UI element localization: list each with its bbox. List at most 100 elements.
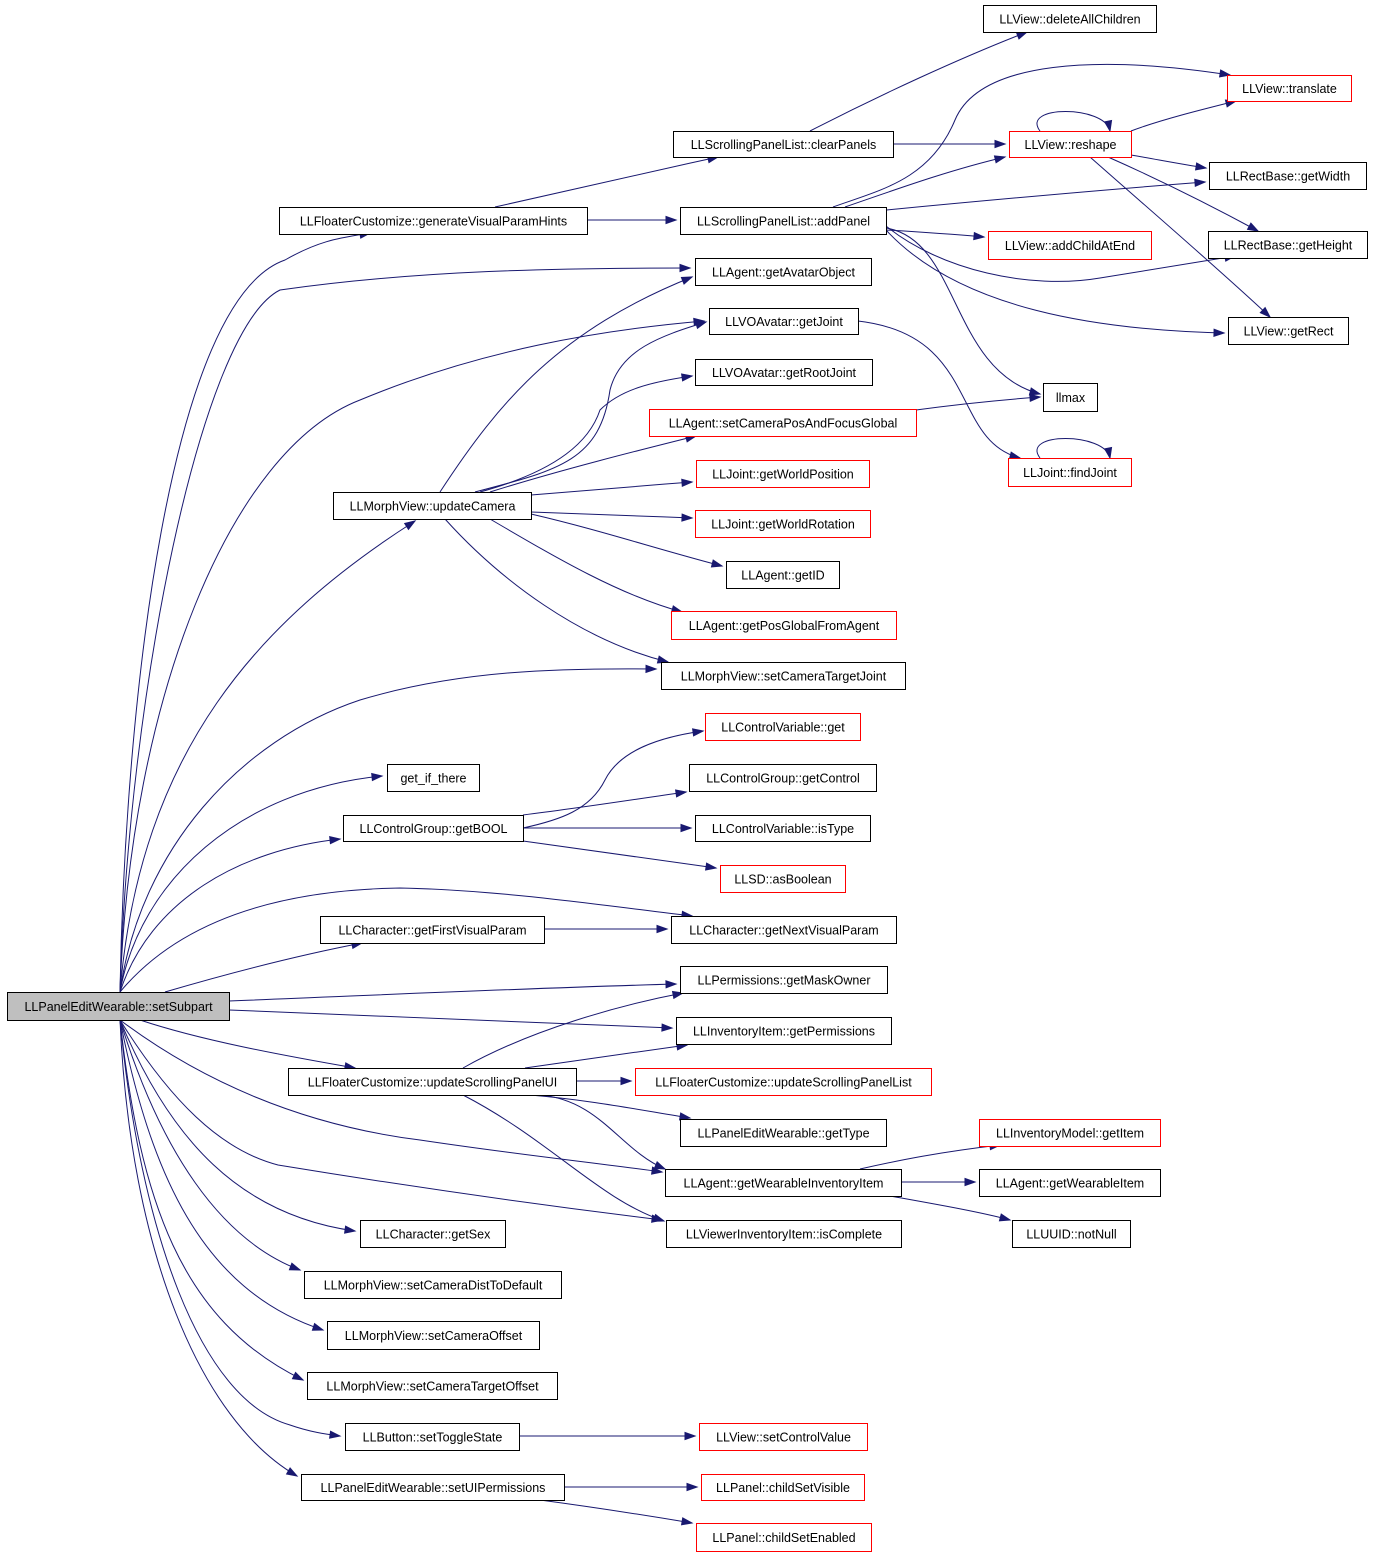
call-edge bbox=[885, 229, 1225, 334]
function-node[interactable]: llmax bbox=[1043, 383, 1098, 412]
arrowhead-icon bbox=[1029, 393, 1042, 402]
call-edge bbox=[479, 375, 693, 493]
function-node[interactable]: LLControlVariable::isType bbox=[695, 815, 871, 842]
function-node[interactable]: LLPanel::childSetVisible bbox=[701, 1474, 865, 1501]
call-edge bbox=[1036, 438, 1111, 459]
arrowhead-icon bbox=[679, 263, 692, 273]
function-node[interactable]: LLView::translate bbox=[1227, 75, 1352, 102]
function-node[interactable]: LLPermissions::getMaskOwner bbox=[680, 966, 888, 994]
node-box bbox=[301, 1474, 565, 1501]
call-edge bbox=[1089, 156, 1271, 318]
function-node[interactable]: LLVOAvatar::getJoint bbox=[709, 308, 859, 335]
function-node[interactable]: LLView::addChildAtEnd bbox=[988, 231, 1152, 260]
function-node[interactable]: LLView::deleteAllChildren bbox=[983, 5, 1157, 33]
function-node[interactable]: LLControlGroup::getControl bbox=[689, 764, 877, 792]
function-node[interactable]: LLJoint::getWorldRotation bbox=[695, 510, 871, 538]
function-node[interactable]: LLScrollingPanelList::addPanel bbox=[680, 207, 887, 235]
arrowhead-icon bbox=[344, 1225, 357, 1234]
node-label: LLControlGroup::getBOOL bbox=[360, 822, 508, 836]
arrowhead-icon bbox=[681, 478, 694, 487]
node-label: LLPanelEditWearable::setSubpart bbox=[24, 1000, 213, 1014]
node-label: LLMorphView::setCameraDistToDefault bbox=[324, 1279, 543, 1293]
arrowhead-icon bbox=[680, 1517, 694, 1526]
node-label: LLFloaterCustomize::updateScrollingPanel… bbox=[655, 1076, 912, 1090]
function-node[interactable]: LLRectBase::getHeight bbox=[1208, 231, 1368, 259]
function-node[interactable]: LLFloaterCustomize::updateScrollingPanel… bbox=[288, 1068, 577, 1096]
arrowhead-icon bbox=[1015, 31, 1029, 40]
node-label: LLScrollingPanelList::clearPanels bbox=[691, 138, 877, 152]
function-node[interactable]: LLAgent::getWearableItem bbox=[979, 1169, 1161, 1197]
function-node[interactable]: LLPanelEditWearable::getType bbox=[680, 1119, 887, 1147]
node-box bbox=[720, 865, 846, 893]
function-node[interactable]: LLMorphView::updateCamera bbox=[333, 492, 532, 520]
arrowhead-icon bbox=[620, 1076, 633, 1086]
function-node[interactable]: LLAgent::getWearableInventoryItem bbox=[665, 1169, 902, 1197]
arrowhead-icon bbox=[680, 276, 694, 285]
node-label: LLJoint::findJoint bbox=[1023, 466, 1117, 480]
node-box bbox=[680, 207, 887, 235]
node-box bbox=[1012, 1220, 1131, 1248]
node-label: LLJoint::getWorldRotation bbox=[711, 518, 855, 532]
node-box bbox=[680, 966, 888, 994]
node-label: LLJoint::getWorldPosition bbox=[712, 468, 854, 482]
root-function-node[interactable]: LLPanelEditWearable::setSubpart bbox=[7, 992, 230, 1021]
function-node[interactable]: LLMorphView::setCameraDistToDefault bbox=[304, 1271, 562, 1299]
function-node[interactable]: LLScrollingPanelList::clearPanels bbox=[673, 131, 894, 158]
function-node[interactable]: LLMorphView::setCameraTargetJoint bbox=[661, 662, 906, 690]
function-node[interactable]: LLPanel::childSetEnabled bbox=[696, 1523, 872, 1552]
node-box bbox=[695, 359, 873, 386]
function-node[interactable]: LLView::reshape bbox=[1009, 131, 1132, 158]
function-node[interactable]: LLAgent::getAvatarObject bbox=[695, 258, 872, 286]
arrowhead-icon bbox=[681, 513, 694, 522]
function-node[interactable]: LLJoint::getWorldPosition bbox=[696, 460, 870, 488]
function-node[interactable]: LLCharacter::getSex bbox=[360, 1220, 506, 1248]
function-node[interactable]: LLVOAvatar::getRootJoint bbox=[695, 359, 873, 386]
function-node[interactable]: LLCharacter::getNextVisualParam bbox=[671, 916, 897, 944]
node-label: LLView::setControlValue bbox=[716, 1431, 851, 1445]
function-node[interactable]: LLInventoryItem::getPermissions bbox=[676, 1017, 892, 1045]
function-node[interactable]: LLView::getRect bbox=[1228, 317, 1349, 345]
node-box bbox=[701, 1474, 865, 1501]
function-node[interactable]: LLMorphView::setCameraOffset bbox=[327, 1321, 540, 1350]
function-node[interactable]: LLFloaterCustomize::updateScrollingPanel… bbox=[635, 1068, 932, 1096]
arrowhead-icon bbox=[1103, 119, 1113, 133]
function-node[interactable]: LLMorphView::setCameraTargetOffset bbox=[307, 1372, 558, 1400]
node-box bbox=[709, 308, 859, 335]
function-node[interactable]: LLViewerInventoryItem::isComplete bbox=[666, 1220, 902, 1248]
function-node[interactable]: LLSD::asBoolean bbox=[720, 865, 846, 893]
function-node[interactable]: LLPanelEditWearable::setUIPermissions bbox=[301, 1474, 565, 1501]
node-label: LLViewerInventoryItem::isComplete bbox=[686, 1228, 882, 1242]
node-box bbox=[1208, 231, 1368, 259]
node-box bbox=[345, 1423, 520, 1451]
call-edge bbox=[164, 942, 363, 993]
function-node[interactable]: LLRectBase::getWidth bbox=[1209, 162, 1367, 190]
function-node[interactable]: LLFloaterCustomize::generateVisualParamH… bbox=[279, 207, 588, 235]
function-node[interactable]: LLAgent::getID bbox=[726, 561, 840, 589]
arrowhead-icon bbox=[1008, 451, 1022, 460]
call-edge bbox=[1130, 154, 1207, 169]
function-node[interactable]: LLAgent::getPosGlobalFromAgent bbox=[671, 611, 897, 640]
arrowhead-icon bbox=[692, 728, 705, 737]
arrowhead-icon bbox=[1103, 446, 1113, 460]
arrowhead-icon bbox=[675, 789, 688, 798]
node-label: LLCharacter::getFirstVisualParam bbox=[338, 924, 526, 938]
function-node[interactable]: LLView::setControlValue bbox=[699, 1423, 868, 1451]
node-box bbox=[979, 1169, 1161, 1197]
function-node[interactable]: LLJoint::findJoint bbox=[1008, 458, 1132, 487]
call-edge bbox=[857, 320, 1021, 459]
function-node[interactable]: get_if_there bbox=[387, 764, 480, 792]
function-node[interactable]: LLButton::setToggleState bbox=[345, 1423, 520, 1451]
function-node[interactable]: LLCharacter::getFirstVisualParam bbox=[320, 916, 545, 944]
function-node[interactable]: LLAgent::setCameraPosAndFocusGlobal bbox=[649, 409, 917, 437]
call-edge bbox=[119, 520, 416, 993]
node-box bbox=[671, 611, 897, 640]
call-edge bbox=[119, 1019, 324, 1331]
node-label: LLMorphView::updateCamera bbox=[350, 500, 516, 514]
function-node[interactable]: LLUUID::notNull bbox=[1012, 1220, 1131, 1248]
function-node[interactable]: LLControlVariable::get bbox=[705, 713, 861, 741]
function-node[interactable]: LLInventoryModel::getItem bbox=[979, 1119, 1161, 1147]
call-edge bbox=[885, 181, 1206, 211]
function-node[interactable]: LLControlGroup::getBOOL bbox=[343, 815, 524, 842]
call-edge bbox=[439, 276, 693, 493]
call-edge bbox=[522, 791, 687, 816]
